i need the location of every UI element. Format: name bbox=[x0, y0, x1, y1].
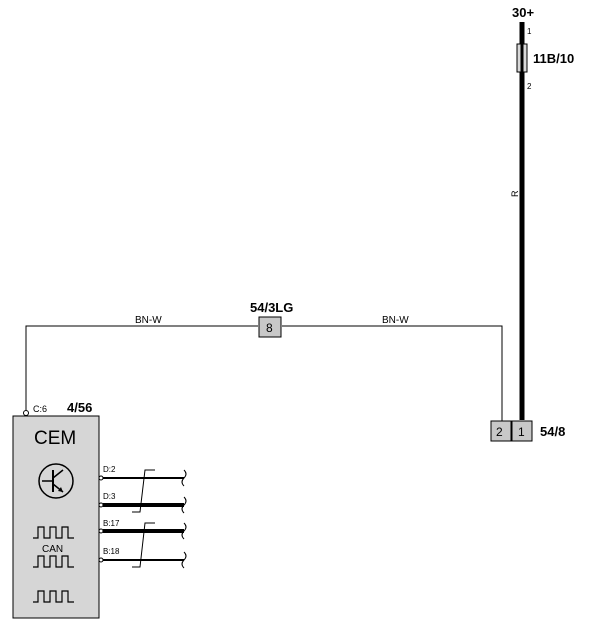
can-bus-label: CAN bbox=[42, 544, 63, 555]
wire-break-mark bbox=[181, 469, 187, 487]
right-bnw-wire bbox=[282, 325, 503, 421]
right-wire-color-label: BN-W bbox=[382, 315, 409, 326]
cem-input-pin-label: C:6 bbox=[33, 404, 47, 414]
output-pin-label: D:2 bbox=[103, 465, 116, 474]
splice-id-label: 54/3LG bbox=[250, 300, 293, 315]
square-wave-icon bbox=[33, 526, 74, 539]
output-pin-label: B:18 bbox=[103, 547, 120, 556]
output-terminal bbox=[98, 528, 104, 534]
splice-box bbox=[258, 316, 282, 338]
output-pin-label: D:3 bbox=[103, 492, 116, 501]
output-pin-label: B:17 bbox=[103, 519, 120, 528]
twisted-pair-mark bbox=[132, 522, 155, 568]
cem-module-id-label: 4/56 bbox=[67, 400, 92, 415]
fuse-pin-bottom-label: 2 bbox=[527, 82, 532, 91]
connector-pin-2-label: 2 bbox=[496, 425, 503, 439]
connector-id-label: 54/8 bbox=[540, 424, 565, 439]
square-wave-icon bbox=[33, 590, 74, 603]
wire-break-mark bbox=[181, 496, 187, 514]
transistor-icon bbox=[38, 463, 74, 499]
connector-pin-1-label: 1 bbox=[518, 425, 525, 439]
cem-module-box bbox=[12, 415, 100, 619]
supply-voltage-label: 30+ bbox=[512, 5, 534, 20]
output-terminal bbox=[98, 475, 104, 481]
output-terminal bbox=[98, 502, 104, 508]
cem-input-terminal bbox=[23, 410, 29, 416]
splice-pin-label: 8 bbox=[266, 321, 273, 335]
wire-break-mark bbox=[181, 522, 187, 540]
twisted-pair-mark bbox=[132, 469, 155, 513]
red-wire-color-label: R bbox=[510, 190, 520, 197]
left-wire-color-label: BN-W bbox=[135, 315, 162, 326]
left-bnw-wire bbox=[25, 325, 258, 410]
square-wave-icon bbox=[33, 555, 74, 568]
cem-name-label: CEM bbox=[34, 428, 76, 449]
connector-pin-1-box bbox=[511, 420, 533, 442]
fuse-pin-top-label: 1 bbox=[527, 27, 532, 36]
connector-pin-2-box bbox=[490, 420, 512, 442]
fuse-id-label: 11B/10 bbox=[533, 51, 574, 66]
wire-break-mark bbox=[181, 551, 187, 569]
output-terminal bbox=[98, 557, 104, 563]
